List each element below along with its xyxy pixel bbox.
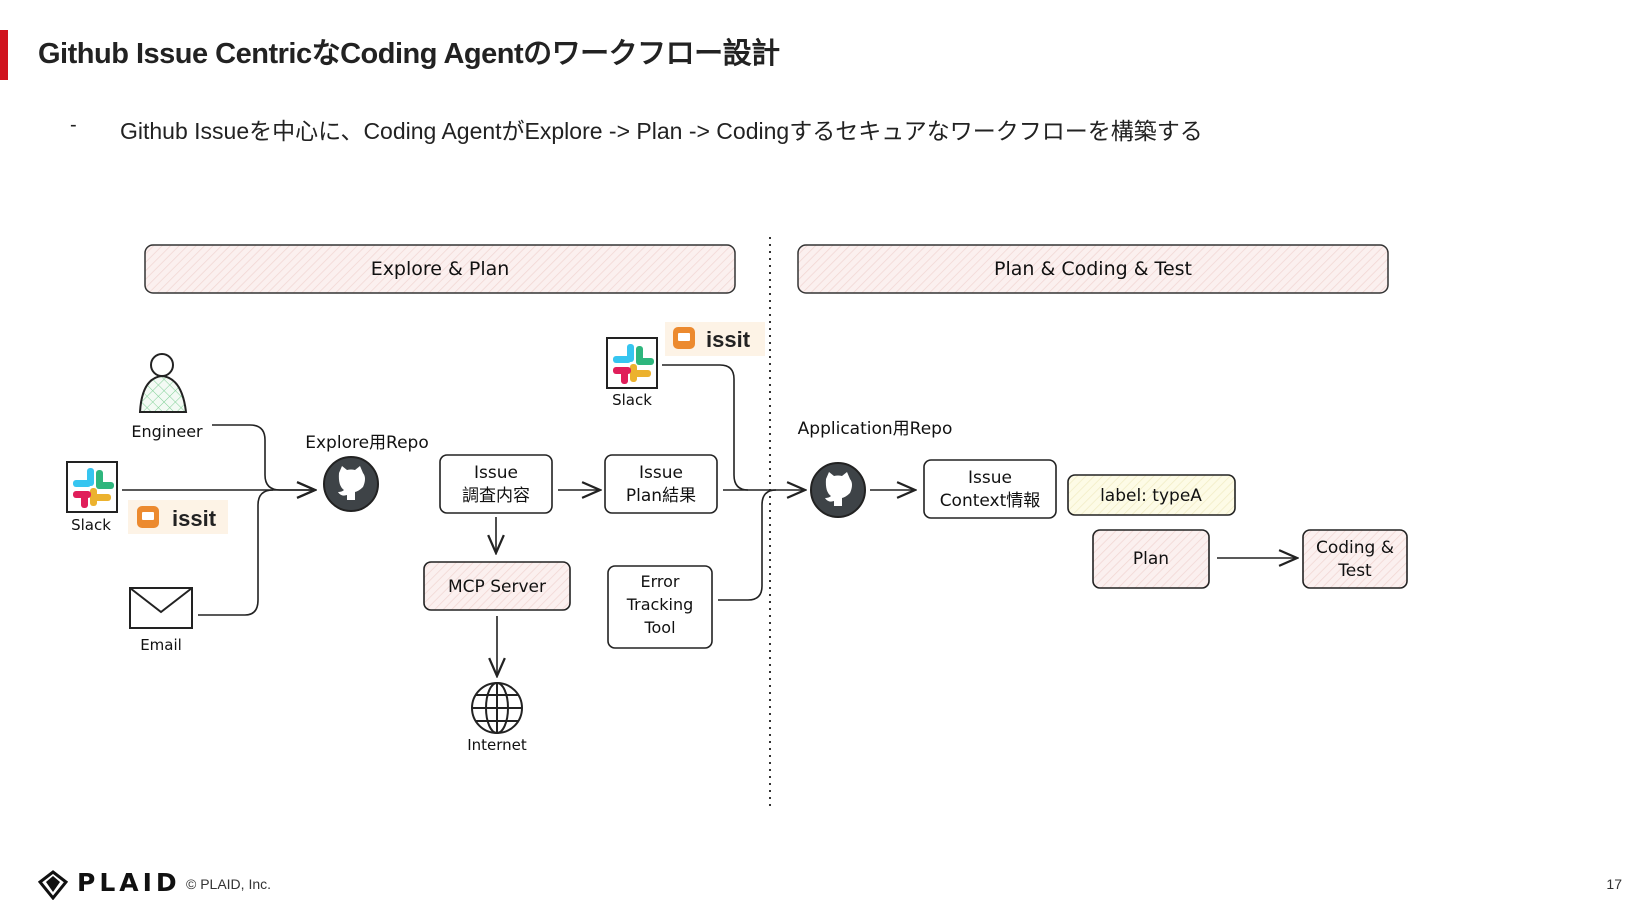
plan-box: Plan: [1092, 529, 1210, 589]
issit-label-left: issit: [172, 506, 217, 531]
issit-badge-left: issit: [128, 500, 228, 534]
issue-plan-result-line1: Issue: [639, 463, 683, 483]
globe-icon: [471, 682, 523, 734]
issue-context-box: Issue Context情報: [923, 459, 1057, 519]
edge-error-application: [718, 489, 777, 601]
application-repo-label: Application用Repo: [798, 419, 953, 439]
issue-context-line1: Issue: [968, 468, 1012, 488]
bullet-dash: -: [70, 114, 77, 136]
email-label: Email: [140, 636, 182, 654]
edge-engineer-explore: [212, 424, 315, 490]
copyright: © PLAID, Inc.: [186, 876, 272, 892]
engineer-icon: [138, 353, 188, 413]
github-icon-application: [810, 462, 866, 518]
slack-label-left: Slack: [71, 516, 111, 534]
bullet-text: Github Issueを中心に、Coding AgentがExplore ->…: [120, 118, 1203, 144]
issue-investigation-line2: 調査内容: [462, 486, 530, 506]
coding-test-line2: Test: [1337, 561, 1372, 581]
slack-label-top: Slack: [612, 391, 652, 409]
issit-label-top: issit: [706, 327, 751, 352]
engineer-label: Engineer: [131, 422, 203, 441]
phase-explore-plan: Explore & Plan: [144, 244, 736, 294]
slack-icon-top: [606, 337, 658, 389]
coding-test-box: Coding & Test: [1302, 529, 1408, 589]
issit-badge-top: issit: [665, 322, 765, 356]
issue-investigation-box: Issue 調査内容: [439, 454, 553, 514]
coding-test-line1: Coding &: [1316, 538, 1394, 558]
issue-investigation-line1: Issue: [474, 463, 518, 483]
plaid-logo-text: PLAID: [77, 868, 181, 897]
slide-title: Github Issue CentricなCoding Agentのワークフロー…: [38, 38, 780, 70]
internet-label: Internet: [467, 736, 527, 754]
title-accent-bar: [0, 30, 8, 80]
error-tracking-line3: Tool: [643, 618, 675, 637]
mcp-server-label: MCP Server: [448, 577, 546, 597]
phase-plan-coding-test: Plan & Coding & Test: [797, 244, 1389, 294]
edge-slack-top-application: [662, 364, 749, 491]
issue-plan-result-line2: Plan結果: [626, 486, 696, 506]
issue-context-line2: Context情報: [940, 491, 1041, 511]
plaid-logo-icon: [38, 870, 68, 900]
label-typeA-text: label: typeA: [1100, 486, 1202, 506]
error-tracking-line1: Error: [641, 572, 680, 591]
github-icon-explore: [323, 456, 379, 512]
slack-icon-left: [66, 461, 118, 513]
label-typeA-badge: label: typeA: [1067, 474, 1236, 516]
email-icon: [129, 587, 193, 629]
page-number: 17: [1606, 876, 1622, 892]
phase-plan-coding-test-label: Plan & Coding & Test: [994, 258, 1192, 280]
mcp-server-box: MCP Server: [423, 561, 571, 611]
issue-plan-result-box: Issue Plan結果: [604, 454, 718, 514]
error-tracking-box: Error Tracking Tool: [607, 565, 713, 649]
phase-explore-plan-label: Explore & Plan: [371, 258, 510, 280]
plan-label: Plan: [1133, 549, 1169, 569]
edge-email-explore: [198, 489, 274, 616]
error-tracking-line2: Tracking: [626, 595, 694, 614]
explore-repo-label: Explore用Repo: [305, 433, 429, 453]
